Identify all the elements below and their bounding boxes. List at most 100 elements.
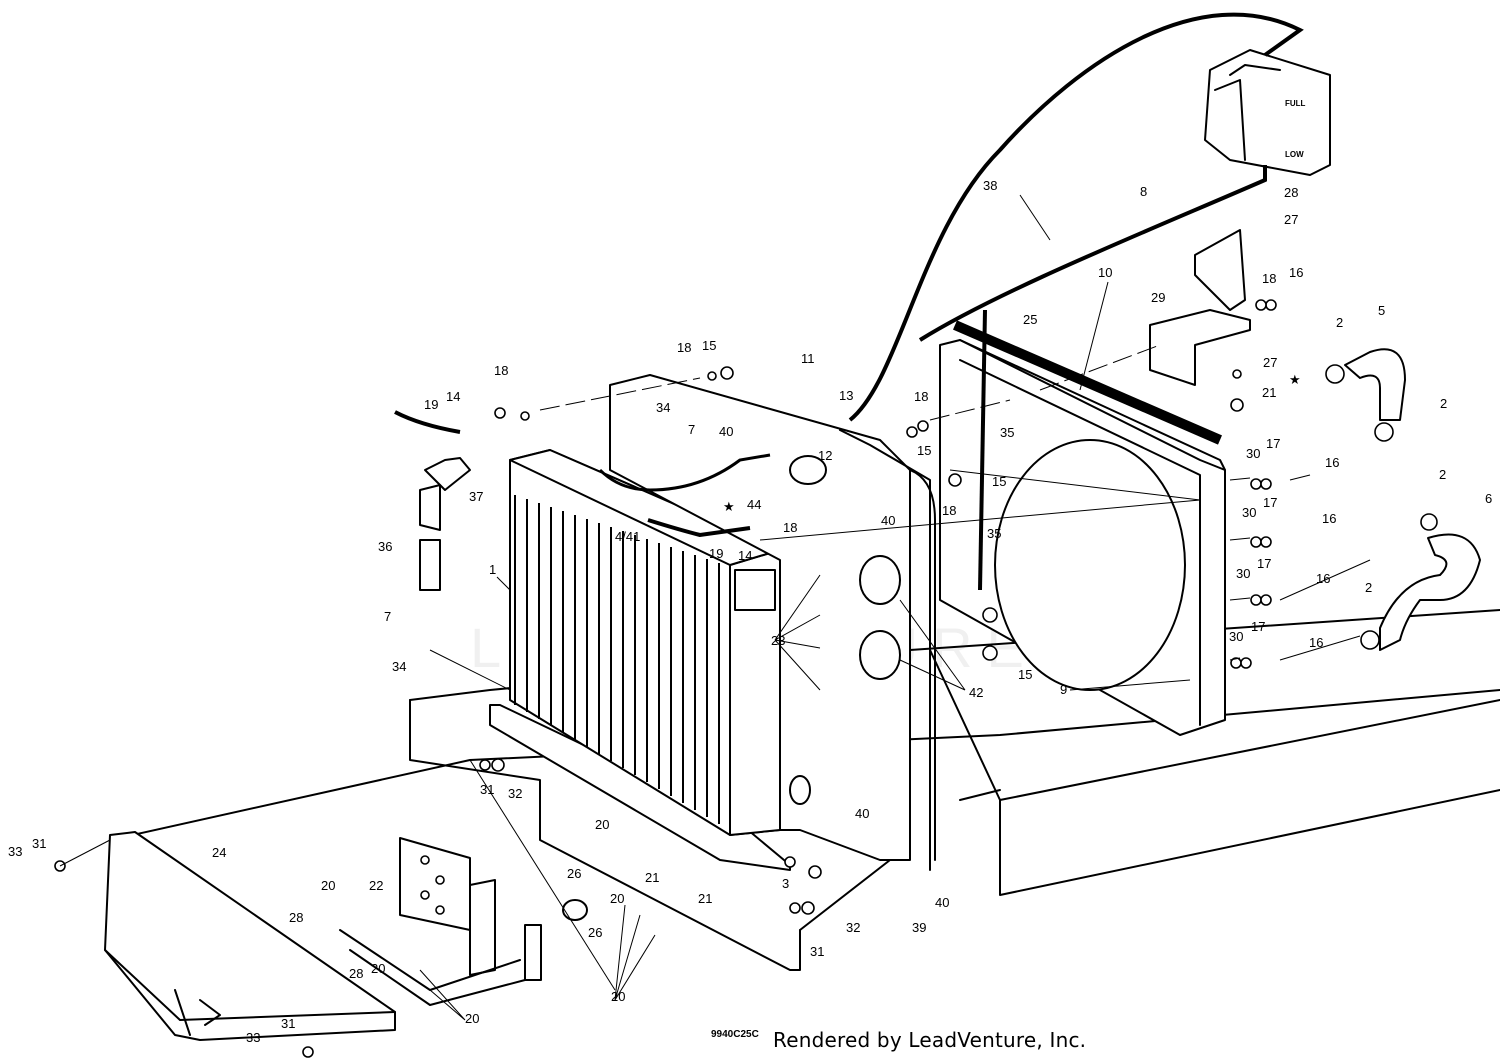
callout-15: 15 [992, 474, 1006, 489]
callout-18: 18 [783, 520, 797, 535]
callout-28: 28 [289, 910, 303, 925]
callout-32: 32 [508, 786, 522, 801]
callout-31: 31 [281, 1016, 295, 1031]
callout-18: 18 [914, 389, 928, 404]
callout-34: 34 [656, 400, 670, 415]
overflow-tank [1149, 49, 1331, 386]
callout-30: 30 [1229, 629, 1243, 644]
callout-17: 17 [1263, 495, 1277, 510]
callout-27: 27 [1284, 212, 1298, 227]
callout-8: 8 [1140, 184, 1147, 199]
callout-15: 15 [702, 338, 716, 353]
callout-11: 11 [801, 351, 815, 366]
callout-10: 10 [1098, 265, 1112, 280]
callout-21: 21 [645, 870, 659, 885]
callout-26: 26 [567, 866, 581, 881]
callout-16: 16 [1322, 511, 1336, 526]
callout-33: 33 [8, 844, 22, 859]
callout-2: 2 [1365, 580, 1372, 595]
callout-38: 38 [983, 178, 997, 193]
radiator-core-fins [514, 495, 720, 824]
callout-22: 22 [369, 878, 383, 893]
callout-37: 37 [469, 489, 483, 504]
star-symbol: ★ [1289, 372, 1301, 387]
callout-44: 44 [747, 497, 761, 512]
callout-21: 21 [698, 891, 712, 906]
callout-18: 18 [1262, 271, 1276, 286]
callout-28: 28 [1284, 185, 1298, 200]
callout-4-41: 4/41 [615, 529, 640, 544]
callout-17: 17 [1266, 436, 1280, 451]
front-bumper [104, 831, 396, 1041]
callout-32: 32 [846, 920, 860, 935]
fan-shroud [939, 320, 1226, 736]
callout-20: 20 [465, 1011, 479, 1026]
callout-1: 1 [489, 562, 496, 577]
drawing-code: 9940C25C [711, 1029, 759, 1040]
callout-17: 17 [1257, 556, 1271, 571]
callout-31: 31 [480, 782, 494, 797]
callout-42: 42 [969, 685, 983, 700]
callout-2: 2 [1336, 315, 1343, 330]
radiator [489, 449, 791, 871]
callout-16: 16 [1309, 635, 1323, 650]
callout-30: 30 [1246, 446, 1260, 461]
credit-text: Rendered by LeadVenture, Inc. [773, 1028, 1087, 1052]
mounting-bracket [339, 837, 542, 1006]
callout-26: 26 [588, 925, 602, 940]
callout-40: 40 [855, 806, 869, 821]
shroud-plate [609, 374, 936, 871]
callout-35: 35 [1000, 425, 1014, 440]
callout-14: 14 [446, 389, 460, 404]
callout-15: 15 [917, 443, 931, 458]
callout-5: 5 [1378, 303, 1385, 318]
callout-39: 39 [912, 920, 926, 935]
callout-12: 12 [818, 448, 832, 463]
callout-18: 18 [494, 363, 508, 378]
callout-20: 20 [610, 891, 624, 906]
callout-40: 40 [719, 424, 733, 439]
callout-19: 19 [709, 546, 723, 561]
hoses [394, 12, 1481, 651]
callout-28: 28 [349, 966, 363, 981]
callout-2: 2 [1439, 467, 1446, 482]
callout-6: 6 [1485, 491, 1492, 506]
callout-15: 15 [1018, 667, 1032, 682]
callout-40: 40 [881, 513, 895, 528]
callout-30: 30 [1242, 505, 1256, 520]
callout-9: 9 [1060, 682, 1067, 697]
callout-16: 16 [1316, 571, 1330, 586]
callout-24: 24 [212, 845, 226, 860]
callout-18: 18 [942, 503, 956, 518]
callout-31: 31 [32, 836, 46, 851]
tank-low-label: LOW [1285, 150, 1304, 159]
callout-36: 36 [378, 539, 392, 554]
callout-14: 14 [738, 548, 752, 563]
leader-lines [419, 194, 1191, 1021]
callout-20: 20 [321, 878, 335, 893]
callout-16: 16 [1289, 265, 1303, 280]
callout-20: 20 [595, 817, 609, 832]
fasteners [54, 299, 1438, 1058]
callout-16: 16 [1325, 455, 1339, 470]
callout-3: 3 [782, 876, 789, 891]
callout-7: 7 [384, 609, 391, 624]
callout-20: 20 [611, 989, 625, 1004]
callout-17: 17 [1251, 619, 1265, 634]
callout-13: 13 [839, 388, 853, 403]
star-symbol: ★ [723, 499, 735, 514]
tank-full-label: FULL [1285, 99, 1306, 108]
callout-21: 21 [1262, 385, 1276, 400]
callout-18: 18 [677, 340, 691, 355]
callout-7: 7 [688, 422, 695, 437]
callout-27: 27 [1263, 355, 1277, 370]
callout-34: 34 [392, 659, 406, 674]
callout-29: 29 [1151, 290, 1165, 305]
part-callouts: 1 2 2 2 2 2 3 4/41 5 6 7 7 8 9 10 11 12 … [8, 99, 1492, 1045]
callout-35: 35 [987, 526, 1001, 541]
callout-19: 19 [424, 397, 438, 412]
callout-30: 30 [1236, 566, 1250, 581]
callout-2: 2 [1440, 396, 1447, 411]
alignment-lines [59, 344, 1371, 991]
